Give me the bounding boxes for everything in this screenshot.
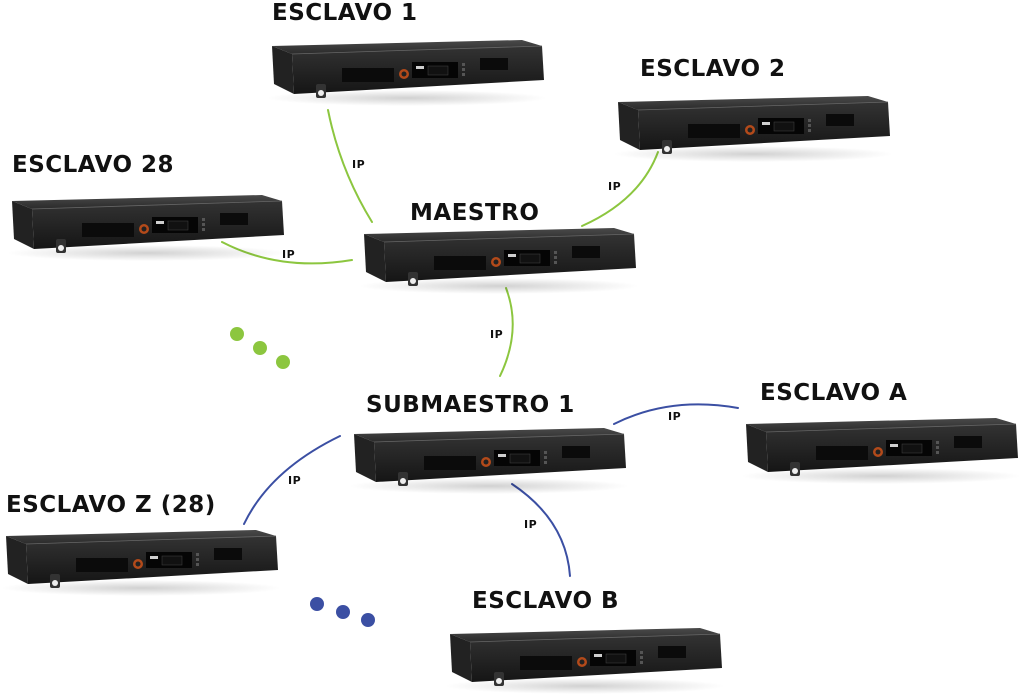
label-maestro: MAESTRO [410, 200, 540, 226]
ip-label-esclavo-1: IP [352, 158, 366, 171]
label-esclavo-28: ESCLAVO 28 [12, 152, 175, 178]
rack-amplifier-icon-esclavo-b [444, 627, 726, 695]
ellipsis-dots-icon-green [230, 327, 290, 369]
ip-label-esclavo-z: IP [288, 474, 302, 487]
rack-amplifier-icon-maestro [358, 227, 640, 295]
rack-amplifier-icon-esclavo-z [0, 529, 282, 597]
label-esclavo-b: ESCLAVO B [472, 588, 620, 614]
link-submaestro-esclavo-b [511, 483, 571, 577]
ip-label-esclavo-a: IP [668, 410, 682, 423]
rack-amplifier-icon-submaestro-1 [348, 427, 630, 495]
rack-amplifier-icon-esclavo-28 [6, 194, 288, 262]
ip-label-submaestro: IP [490, 328, 504, 341]
link-submaestro-esclavo-a [613, 403, 739, 425]
label-esclavo-2: ESCLAVO 2 [640, 56, 786, 82]
label-esclavo-a: ESCLAVO A [760, 380, 908, 406]
link-maestro-submaestro [499, 287, 514, 377]
ip-label-esclavo-28: IP [282, 248, 296, 261]
rack-amplifier-icon-esclavo-a [740, 417, 1022, 485]
label-esclavo-1: ESCLAVO 1 [272, 0, 418, 26]
label-submaestro-1: SUBMAESTRO 1 [366, 392, 575, 418]
ellipsis-dots-icon-blue [310, 597, 375, 627]
label-esclavo-z: ESCLAVO Z (28) [6, 492, 216, 518]
link-maestro-esclavo-2 [581, 151, 659, 227]
link-submaestro-esclavo-z [243, 435, 341, 525]
rack-amplifier-icon-esclavo-2 [612, 95, 894, 163]
rack-amplifier-icon-esclavo-1 [266, 39, 548, 107]
ip-label-esclavo-2: IP [608, 180, 622, 193]
link-maestro-esclavo-1 [327, 109, 373, 223]
ip-label-esclavo-b: IP [524, 518, 538, 531]
